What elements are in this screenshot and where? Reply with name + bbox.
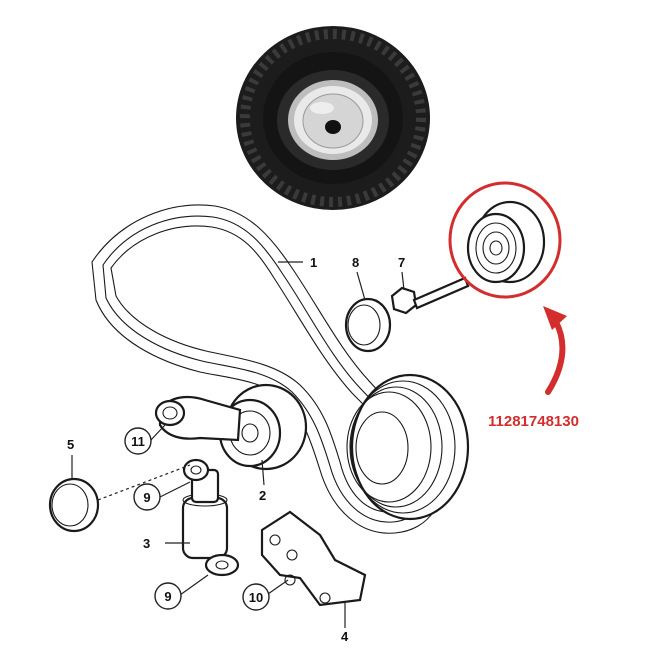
- cap-5: [48, 477, 100, 533]
- callout-10-ring: [242, 583, 270, 611]
- callout-4: 4: [341, 629, 349, 644]
- pulley-photo: [236, 26, 430, 210]
- callout-11: 11: [131, 434, 145, 449]
- callout-7: 7: [398, 255, 405, 270]
- crank-pulley: [346, 373, 470, 521]
- bolt: [390, 276, 470, 315]
- curved-arrow-icon: [543, 306, 567, 395]
- leader-lines: [71, 261, 405, 628]
- callout-10: 10: [249, 590, 263, 605]
- callout-9a-ring: [133, 483, 161, 511]
- tensioner-arm: [154, 395, 242, 442]
- callout-9b: 9: [164, 589, 171, 604]
- callout-9a: 9: [143, 490, 150, 505]
- damper: [181, 458, 240, 577]
- callout-9b-ring: [154, 582, 182, 610]
- part-number: 11281748130: [488, 413, 579, 430]
- red-circle-icon: [448, 181, 562, 299]
- callout-5: 5: [67, 437, 74, 452]
- cap-8: [344, 297, 392, 353]
- callout-11-ring: [124, 427, 152, 455]
- callout-8: 8: [352, 255, 359, 270]
- highlighted-pulley: [466, 200, 546, 284]
- callout-1: 1: [310, 255, 317, 270]
- callout-3: 3: [143, 536, 150, 551]
- bracket: [260, 510, 367, 607]
- callout-2: 2: [259, 488, 266, 503]
